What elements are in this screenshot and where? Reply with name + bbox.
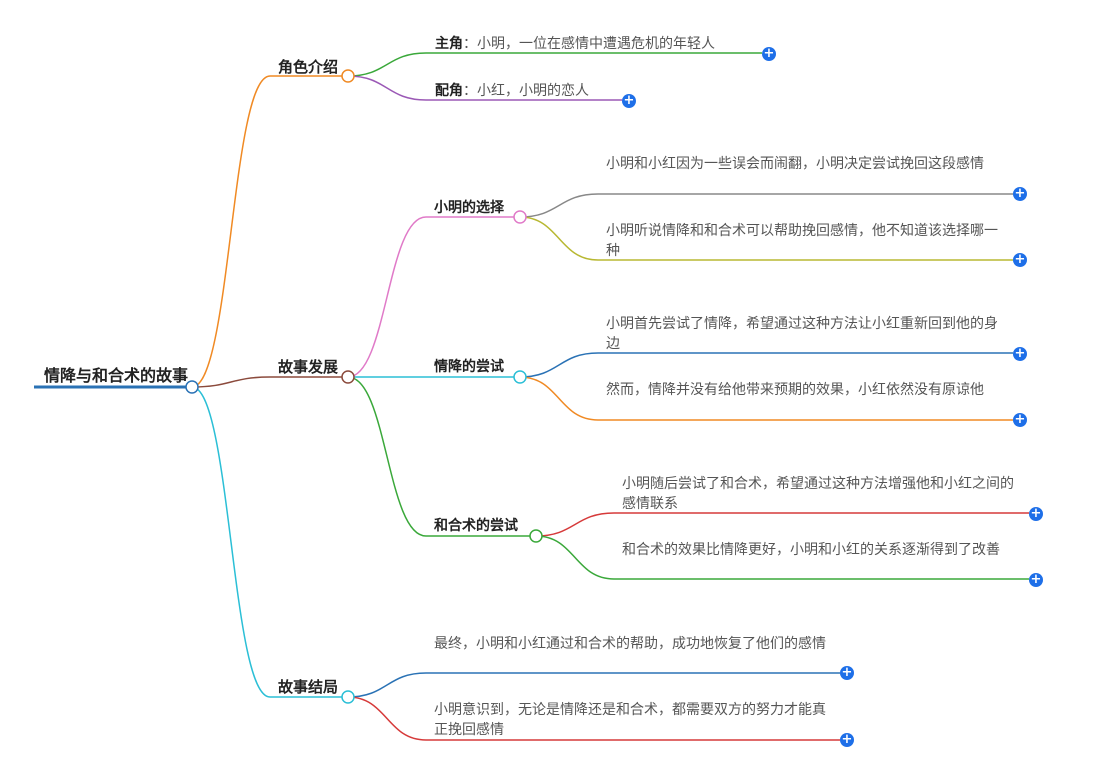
- leaf-qingjiang-1[interactable]: 小明首先尝试了情降，希望通过这种方法让小红重新回到他的身边: [606, 316, 998, 352]
- expand-plus-icon[interactable]: +: [1029, 506, 1043, 521]
- edge-development-2: [347, 376, 427, 537]
- leaf-key: 主角: [435, 36, 463, 52]
- expand-plus-icon[interactable]: +: [1013, 346, 1027, 361]
- topic-hehe-attempt[interactable]: 和合术的尝试: [434, 518, 518, 534]
- edge-root-development: [191, 376, 271, 388]
- edge-role-protagonist: [347, 52, 427, 77]
- leaf-key: 配角: [435, 83, 463, 99]
- edge-ending-1: [347, 672, 427, 698]
- root-node[interactable]: [185, 380, 199, 394]
- leaf-hehe-1[interactable]: 小明随后尝试了和合术，希望通过这种方法增强他和小红之间的感情联系: [622, 476, 1014, 512]
- expand-plus-icon[interactable]: +: [762, 46, 776, 61]
- expand-plus-icon[interactable]: +: [840, 732, 854, 747]
- leaf-qingjiang-2[interactable]: 然而，情降并没有给他带来预期的效果，小红依然没有原谅他: [606, 382, 984, 398]
- expand-plus-icon[interactable]: +: [1013, 252, 1027, 267]
- expand-plus-icon[interactable]: +: [1013, 412, 1027, 427]
- leaf-hehe-2[interactable]: 和合术的效果比情降更好，小明和小红的关系逐渐得到了改善: [622, 542, 1000, 558]
- edge-l2-leaf-1-1: [519, 376, 599, 421]
- edge-l2-leaf-0-1: [519, 216, 599, 261]
- node-l2-1[interactable]: [513, 370, 527, 384]
- topic-story-development[interactable]: 故事发展: [278, 358, 339, 376]
- node-ending[interactable]: [341, 690, 355, 704]
- leaf-supporting[interactable]: 配角：小红，小明的恋人: [435, 81, 625, 101]
- edge-root-ending: [191, 386, 271, 698]
- edge-l2-leaf-0-0: [519, 193, 599, 218]
- edge-development-0: [347, 216, 427, 378]
- node-l2-0[interactable]: [513, 210, 527, 224]
- leaf-ending-1[interactable]: 最终，小明和小红通过和合术的帮助，成功地恢复了他们的感情: [434, 636, 826, 652]
- leaf-ending-2[interactable]: 小明意识到，无论是情降还是和合术，都需要双方的努力才能真正挽回感情: [434, 702, 826, 738]
- edge-l2-leaf-1-0: [519, 352, 599, 378]
- root-topic[interactable]: 情降与和合术的故事: [44, 366, 189, 385]
- topic-role-intro[interactable]: 角色介绍: [278, 58, 339, 76]
- expand-plus-icon[interactable]: +: [840, 665, 854, 680]
- node-l2-2[interactable]: [529, 529, 543, 543]
- expand-plus-icon[interactable]: +: [622, 93, 636, 108]
- topic-story-ending[interactable]: 故事结局: [278, 678, 339, 696]
- edge-l2-leaf-2-1: [535, 535, 615, 580]
- leaf-separator: ：: [463, 36, 477, 52]
- edge-l2-leaf-2-0: [535, 512, 615, 537]
- leaf-text: 小明，一位在感情中遭遇危机的年轻人: [477, 36, 715, 52]
- edge-role-supporting: [347, 75, 427, 101]
- leaf-separator: ：: [463, 83, 477, 99]
- edge-root-role: [191, 75, 271, 388]
- leaf-choice-1[interactable]: 小明和小红因为一些误会而闹翻，小明决定尝试挽回这段感情: [606, 156, 984, 172]
- leaf-text: 小红，小明的恋人: [477, 83, 589, 99]
- topic-xiaoming-choice[interactable]: 小明的选择: [434, 200, 504, 216]
- node-role[interactable]: [341, 69, 355, 83]
- expand-plus-icon[interactable]: +: [1013, 186, 1027, 201]
- node-development[interactable]: [341, 370, 355, 384]
- leaf-choice-2[interactable]: 小明听说情降和和合术可以帮助挽回感情，他不知道该选择哪一种: [606, 223, 998, 259]
- leaf-protagonist[interactable]: 主角：小明，一位在感情中遭遇危机的年轻人: [435, 34, 765, 54]
- topic-qingjiang-attempt[interactable]: 情降的尝试: [434, 359, 504, 375]
- edge-ending-2: [347, 696, 427, 741]
- expand-plus-icon[interactable]: +: [1029, 572, 1043, 587]
